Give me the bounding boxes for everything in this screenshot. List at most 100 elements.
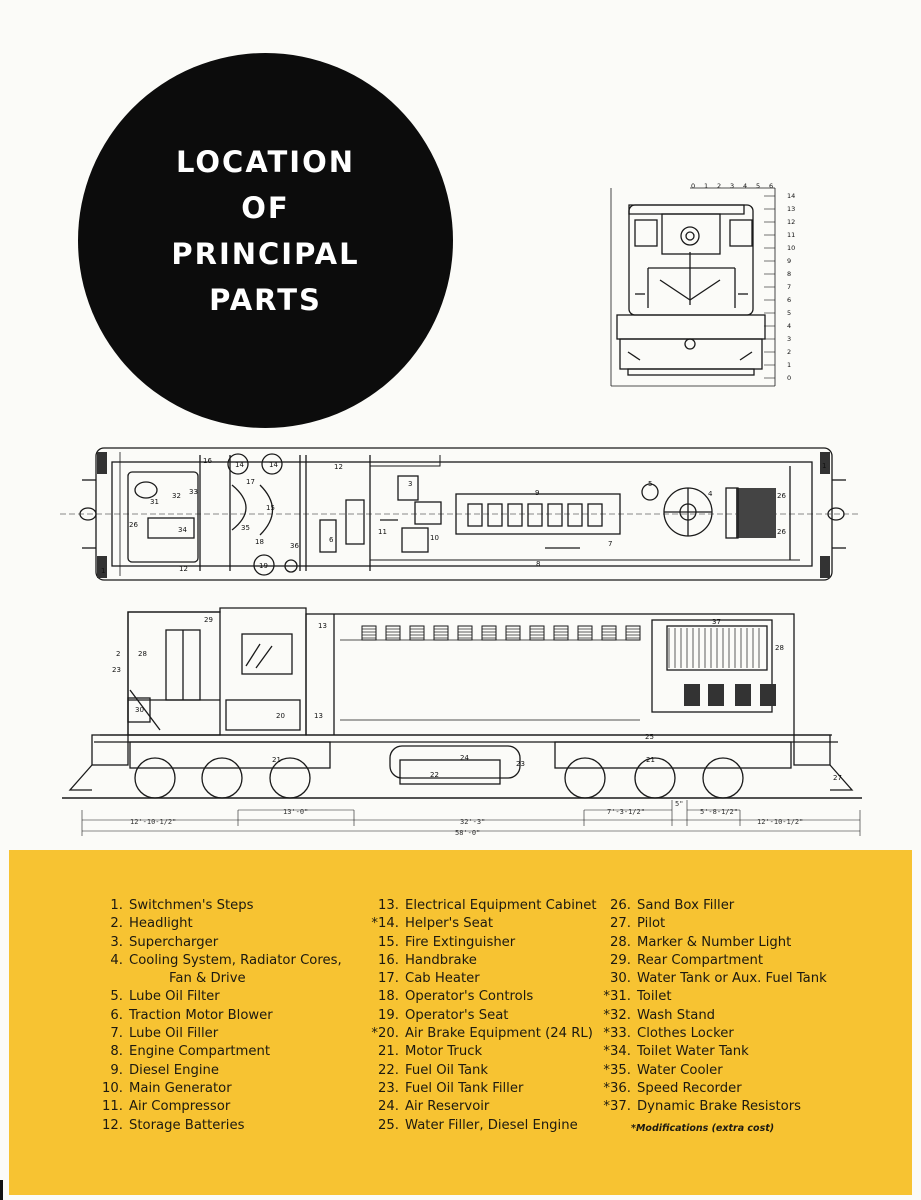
louver-vent	[361, 625, 377, 641]
part-label: Operator's Controls	[405, 989, 534, 1005]
part-label: Diesel Engine	[129, 1062, 219, 1078]
part-number: *36.	[603, 1080, 631, 1096]
elev-callout: 28	[138, 650, 147, 658]
part-list-item: *36. Speed Recorder	[597, 1080, 827, 1098]
plan-callouts: 16 14 14 12 1 31 32 33 17 15 26 34 35 18…	[101, 457, 826, 575]
plan-callout: 14	[269, 461, 278, 469]
part-label: Lube Oil Filler	[129, 1026, 219, 1042]
part-label: Main Generator	[129, 1080, 232, 1096]
part-number: *31.	[603, 989, 631, 1005]
part-number: 3.	[110, 934, 123, 950]
part-list-item: 24.Air Reservoir	[365, 1098, 597, 1116]
part-list-item: *33.Clothes Locker	[597, 1025, 827, 1043]
part-number: *34.	[603, 1044, 631, 1060]
elev-callout: 23	[112, 666, 121, 674]
elevation-hatching	[361, 625, 776, 706]
dark-panel	[735, 684, 751, 706]
dim-offset: 5"	[675, 800, 683, 808]
scale-v-8: 8	[787, 270, 791, 278]
louver-vent	[457, 625, 473, 641]
scale-h-5: 5	[756, 182, 760, 190]
part-list-item: 23.Fuel Oil Tank Filler	[365, 1080, 597, 1098]
part-label: Rear Compartment	[637, 952, 764, 968]
part-list-item: 10.Main Generator	[91, 1080, 342, 1098]
part-number: 13.	[378, 898, 399, 913]
part-number: 2.	[110, 916, 123, 932]
part-number: 17.	[378, 971, 399, 987]
part-number: 12.	[102, 1117, 123, 1133]
elev-callout: 23	[516, 760, 525, 768]
scale-v-0: 0	[787, 374, 791, 382]
part-label: Toilet Water Tank	[637, 1044, 749, 1060]
part-label: Fan & Drive	[169, 971, 246, 987]
part-label: Fuel Oil Tank	[405, 1062, 489, 1078]
part-label: Fuel Oil Tank Filler	[405, 1080, 524, 1096]
elev-callout: 21	[272, 756, 281, 764]
part-number: *33.	[603, 1026, 631, 1042]
part-label: Fire Extinguisher	[405, 934, 516, 950]
elev-callout: 22	[430, 771, 439, 779]
scale-v-14: 14	[787, 192, 795, 200]
louver-vent	[505, 625, 521, 641]
title-line-3: PRINCIPAL	[171, 237, 360, 271]
part-list-item: 15. Fire Extinguisher	[365, 934, 597, 952]
part-list-item: 25.Water Filler, Diesel Engine	[365, 1117, 597, 1135]
scale-v-13: 13	[787, 205, 795, 213]
dark-panel	[708, 684, 724, 706]
part-list-item: 11.Air Compressor	[91, 1098, 342, 1116]
part-label: Wash Stand	[637, 1007, 716, 1023]
part-list-item: 4.Cooling System, Radiator Cores,	[91, 952, 342, 970]
part-label: Helper's Seat	[405, 916, 494, 932]
part-number: *37.	[603, 1099, 631, 1115]
part-number: 28.	[610, 934, 631, 950]
dim-truck-centers: 32'-3"	[460, 818, 485, 826]
elev-callout: 37	[712, 618, 721, 626]
part-number: *20.	[371, 1026, 399, 1042]
plan-callout: 26	[129, 521, 138, 529]
elev-callout: 30	[135, 706, 144, 714]
plan-callout: 16	[203, 457, 212, 465]
plan-callout: 7	[608, 540, 612, 548]
elev-callout: 27	[833, 774, 842, 782]
part-label: Cooling System, Radiator Cores,	[129, 952, 342, 968]
page-title: LOCATION OF PRINCIPAL PARTS	[78, 139, 453, 323]
part-label: Toilet	[637, 989, 672, 1005]
part-number: *35.	[603, 1062, 631, 1078]
plan-callout: 34	[178, 526, 187, 534]
part-number: 24.	[378, 1099, 399, 1115]
part-label: Motor Truck	[405, 1044, 483, 1060]
plan-callout: 32	[172, 492, 181, 500]
scale-h-4: 4	[743, 182, 747, 190]
plan-callout: 14	[235, 461, 244, 469]
scale-v-2: 2	[787, 348, 791, 356]
elev-callout: 13	[314, 712, 323, 720]
part-number: 19.	[378, 1007, 399, 1023]
part-label: Switchmen's Steps	[129, 898, 254, 913]
plan-callout: 26	[777, 528, 786, 536]
part-list-item: *20.Air Brake Equipment (24 RL)	[365, 1025, 597, 1043]
scale-h-3: 3	[730, 182, 734, 190]
part-label: Speed Recorder	[637, 1080, 742, 1096]
louver-vent	[481, 625, 497, 641]
louver-vent	[625, 625, 641, 641]
part-list-item: 29.Rear Compartment	[597, 952, 827, 970]
part-number: 30.	[610, 971, 631, 987]
part-label: Supercharger	[129, 934, 219, 950]
dimension-lines	[81, 800, 861, 836]
part-number: 22.	[378, 1062, 399, 1078]
part-list-item: 7.Lube Oil Filler	[91, 1025, 342, 1043]
part-label: Handbrake	[405, 952, 477, 968]
locomotive-drawing: 0 1 2 3 4 5 6 14 13 12 11 10 9 8 7 6 5 4…	[60, 182, 862, 837]
part-list-item: *32.Wash Stand	[597, 1007, 827, 1025]
plan-callout: 26	[777, 492, 786, 500]
part-number	[91, 970, 129, 988]
part-number: 15.	[378, 934, 399, 950]
part-label: Sand Box Filler	[637, 898, 735, 913]
plan-callout: 9	[535, 489, 539, 497]
scale-h-1: 1	[704, 182, 708, 190]
part-list-item: 21.Motor Truck	[365, 1043, 597, 1061]
part-label: Electrical Equipment Cabinet	[405, 898, 597, 913]
scale-v-1: 1	[787, 361, 791, 369]
